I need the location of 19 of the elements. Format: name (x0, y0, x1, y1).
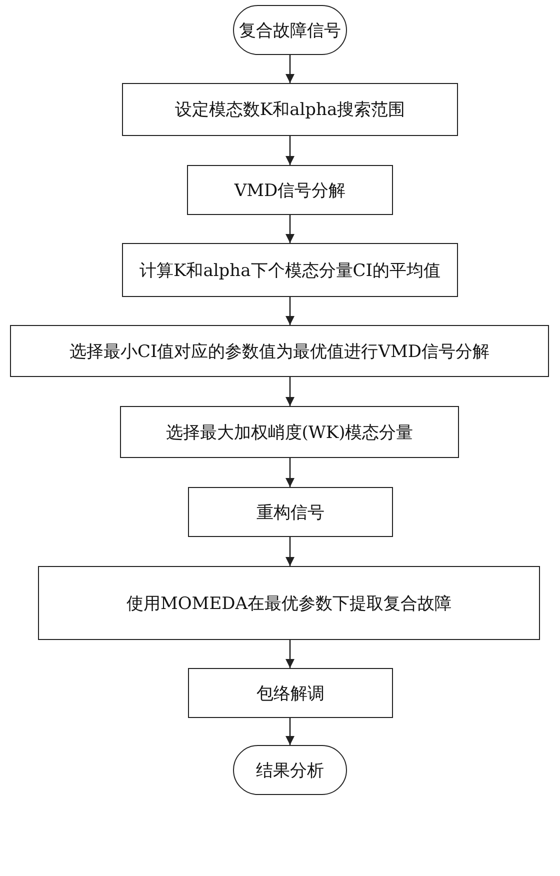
arrow (286, 215, 294, 243)
process-box: 计算K和alpha下个模态分量CI的平均值 (122, 243, 458, 297)
process-box: 使用MOMEDA在最优参数下提取复合故障 (38, 566, 540, 640)
arrow (286, 537, 294, 566)
process-box: 设定模态数K和alpha搜索范围 (122, 83, 458, 136)
process-box: VMD信号分解 (187, 165, 393, 215)
terminal-box: 复合故障信号 (233, 5, 347, 55)
process-box: 选择最小CI值对应的参数值为最优值进行VMD信号分解 (10, 325, 549, 377)
arrow (286, 640, 294, 668)
process-box: 选择最大加权峭度(WK)模态分量 (120, 406, 459, 458)
arrow (286, 136, 294, 165)
process-box: 重构信号 (188, 487, 393, 537)
arrow (286, 718, 294, 745)
arrow (286, 55, 294, 83)
terminal-box: 结果分析 (233, 745, 347, 795)
arrow (286, 297, 294, 325)
arrow (286, 458, 294, 487)
arrow (286, 377, 294, 406)
process-box: 包络解调 (188, 668, 393, 718)
